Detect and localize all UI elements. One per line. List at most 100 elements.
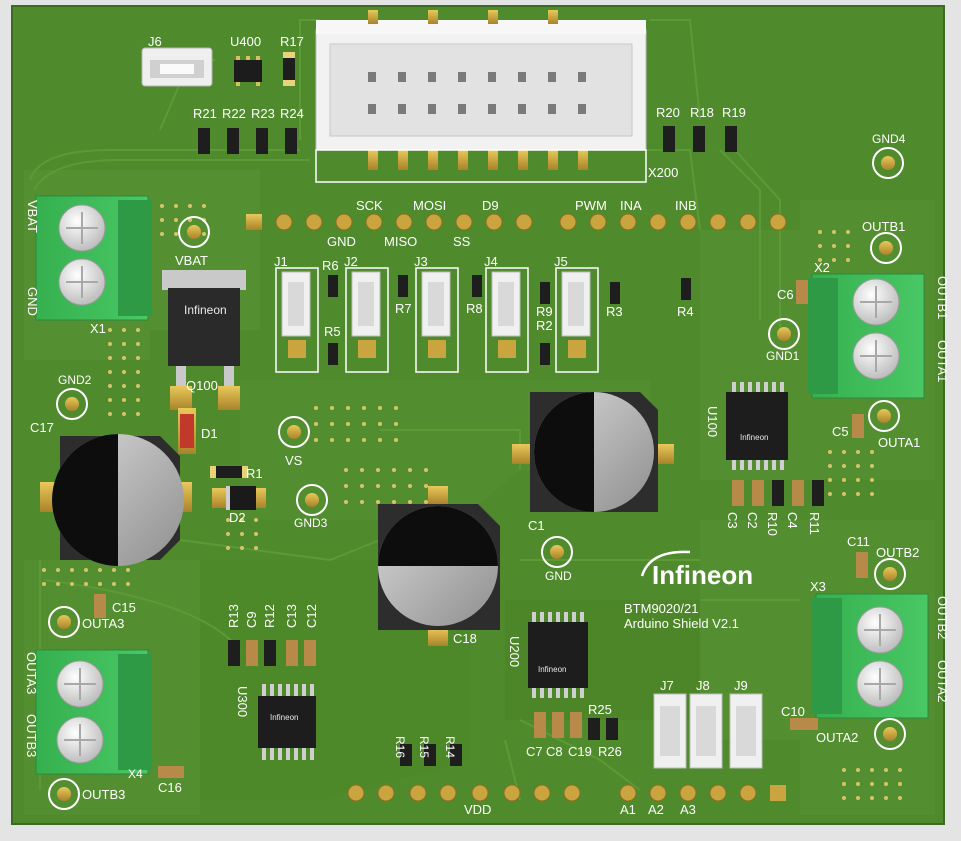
label-u300: U300 bbox=[235, 686, 250, 717]
outb1-testpoint bbox=[870, 232, 902, 264]
label-a3: A3 bbox=[680, 802, 696, 817]
u100-chip bbox=[726, 382, 788, 470]
label-outb3-side: OUTB3 bbox=[24, 714, 39, 757]
label-j7: J7 bbox=[660, 678, 674, 693]
label-u200: U200 bbox=[507, 636, 522, 667]
label-vbat: VBAT bbox=[175, 253, 208, 268]
header-pin bbox=[619, 784, 637, 802]
header-pin bbox=[769, 213, 787, 231]
header-pin bbox=[485, 213, 503, 231]
label-c5: C5 bbox=[832, 424, 849, 439]
label-r8: R8 bbox=[466, 301, 483, 316]
label-j8: J8 bbox=[696, 678, 710, 693]
label-miso: MISO bbox=[384, 234, 417, 249]
r21-r24-resistors bbox=[198, 128, 297, 154]
label-r24: R24 bbox=[280, 106, 304, 121]
logo-text: Infineon bbox=[652, 560, 753, 590]
label-d2: D2 bbox=[229, 510, 246, 525]
header-pin bbox=[739, 784, 757, 802]
gnd2-testpoint bbox=[56, 388, 88, 420]
header-pin bbox=[425, 213, 443, 231]
header-pin bbox=[503, 784, 521, 802]
label-r23: R23 bbox=[251, 106, 275, 121]
c17-capacitor bbox=[40, 434, 192, 566]
label-c10: C10 bbox=[781, 704, 805, 719]
label-u100: U100 bbox=[705, 406, 720, 437]
c1-capacitor bbox=[512, 392, 674, 512]
d1-diode bbox=[178, 408, 196, 454]
header-pin bbox=[709, 213, 727, 231]
gnd1-testpoint bbox=[768, 318, 800, 350]
label-gnd3: GND3 bbox=[294, 516, 328, 530]
label-x3: X3 bbox=[810, 579, 826, 594]
x4-terminal-block bbox=[35, 649, 152, 775]
header-pin bbox=[649, 213, 667, 231]
label-gnd-pin: GND bbox=[327, 234, 356, 249]
label-mosi: MOSI bbox=[413, 198, 446, 213]
label-gnd-tp: GND bbox=[545, 569, 572, 583]
label-j9: J9 bbox=[734, 678, 748, 693]
header-pin bbox=[739, 213, 757, 231]
label-outb2: OUTB2 bbox=[876, 545, 919, 560]
label-j6: J6 bbox=[148, 34, 162, 49]
label-vbat-side: VBAT bbox=[25, 200, 40, 233]
label-c9: C9 bbox=[244, 611, 259, 628]
header-pin bbox=[347, 784, 365, 802]
label-outb1: OUTB1 bbox=[862, 219, 905, 234]
header-pin-row bbox=[246, 214, 262, 230]
label-outb3: OUTB3 bbox=[82, 787, 125, 802]
label-r18: R18 bbox=[690, 105, 714, 120]
outa3-testpoint bbox=[48, 606, 80, 638]
label-r17: R17 bbox=[280, 34, 304, 49]
label-j5: J5 bbox=[554, 254, 568, 269]
label-r1: R1 bbox=[246, 466, 263, 481]
label-c13: C13 bbox=[284, 604, 299, 628]
label-gnd2: GND2 bbox=[58, 373, 92, 387]
label-r14: R14 bbox=[443, 736, 457, 758]
label-x2: X2 bbox=[814, 260, 830, 275]
label-ss: SS bbox=[453, 234, 471, 249]
jumper-header bbox=[485, 267, 529, 373]
header-pin bbox=[589, 213, 607, 231]
label-r21: R21 bbox=[193, 106, 217, 121]
label-r5: R5 bbox=[324, 324, 341, 339]
outa1-testpoint bbox=[868, 400, 900, 432]
x3-terminal-block bbox=[812, 593, 929, 719]
c15-capacitor bbox=[94, 594, 106, 618]
r17-resistor bbox=[283, 52, 295, 86]
label-pwm: PWM bbox=[575, 198, 607, 213]
jumper-header bbox=[555, 267, 599, 373]
label-outb1-side: OUTB1 bbox=[935, 276, 950, 319]
header-pin bbox=[471, 784, 489, 802]
label-vs: VS bbox=[285, 453, 303, 468]
outb3-testpoint bbox=[48, 778, 80, 810]
label-c17: C17 bbox=[30, 420, 54, 435]
label-j4: J4 bbox=[484, 254, 498, 269]
label-outa1-side: OUTA1 bbox=[935, 340, 950, 382]
label-r25: R25 bbox=[588, 702, 612, 717]
label-ina: INA bbox=[620, 198, 642, 213]
x2-terminal-block bbox=[808, 273, 925, 399]
header-pin bbox=[559, 213, 577, 231]
outa2-testpoint bbox=[874, 718, 906, 750]
vs-testpoint bbox=[278, 416, 310, 448]
label-r20: R20 bbox=[656, 105, 680, 120]
r1-resistor bbox=[210, 466, 248, 478]
header-pin bbox=[439, 784, 457, 802]
header-pin bbox=[377, 784, 395, 802]
traces bbox=[29, 19, 800, 801]
header-pin bbox=[563, 784, 581, 802]
label-j2: J2 bbox=[344, 254, 358, 269]
bottom-header-pins bbox=[347, 784, 786, 802]
label-r4: R4 bbox=[677, 304, 694, 319]
product-line2: Arduino Shield V2.1 bbox=[624, 616, 739, 631]
label-vdd: VDD bbox=[464, 802, 491, 817]
outb2-testpoint bbox=[874, 558, 906, 590]
q100-logo: Infineon bbox=[184, 303, 227, 317]
label-j3: J3 bbox=[414, 254, 428, 269]
header-pin bbox=[679, 784, 697, 802]
label-r16: R16 bbox=[393, 736, 407, 758]
label-r10: R10 bbox=[765, 512, 780, 536]
label-u400: U400 bbox=[230, 34, 261, 49]
